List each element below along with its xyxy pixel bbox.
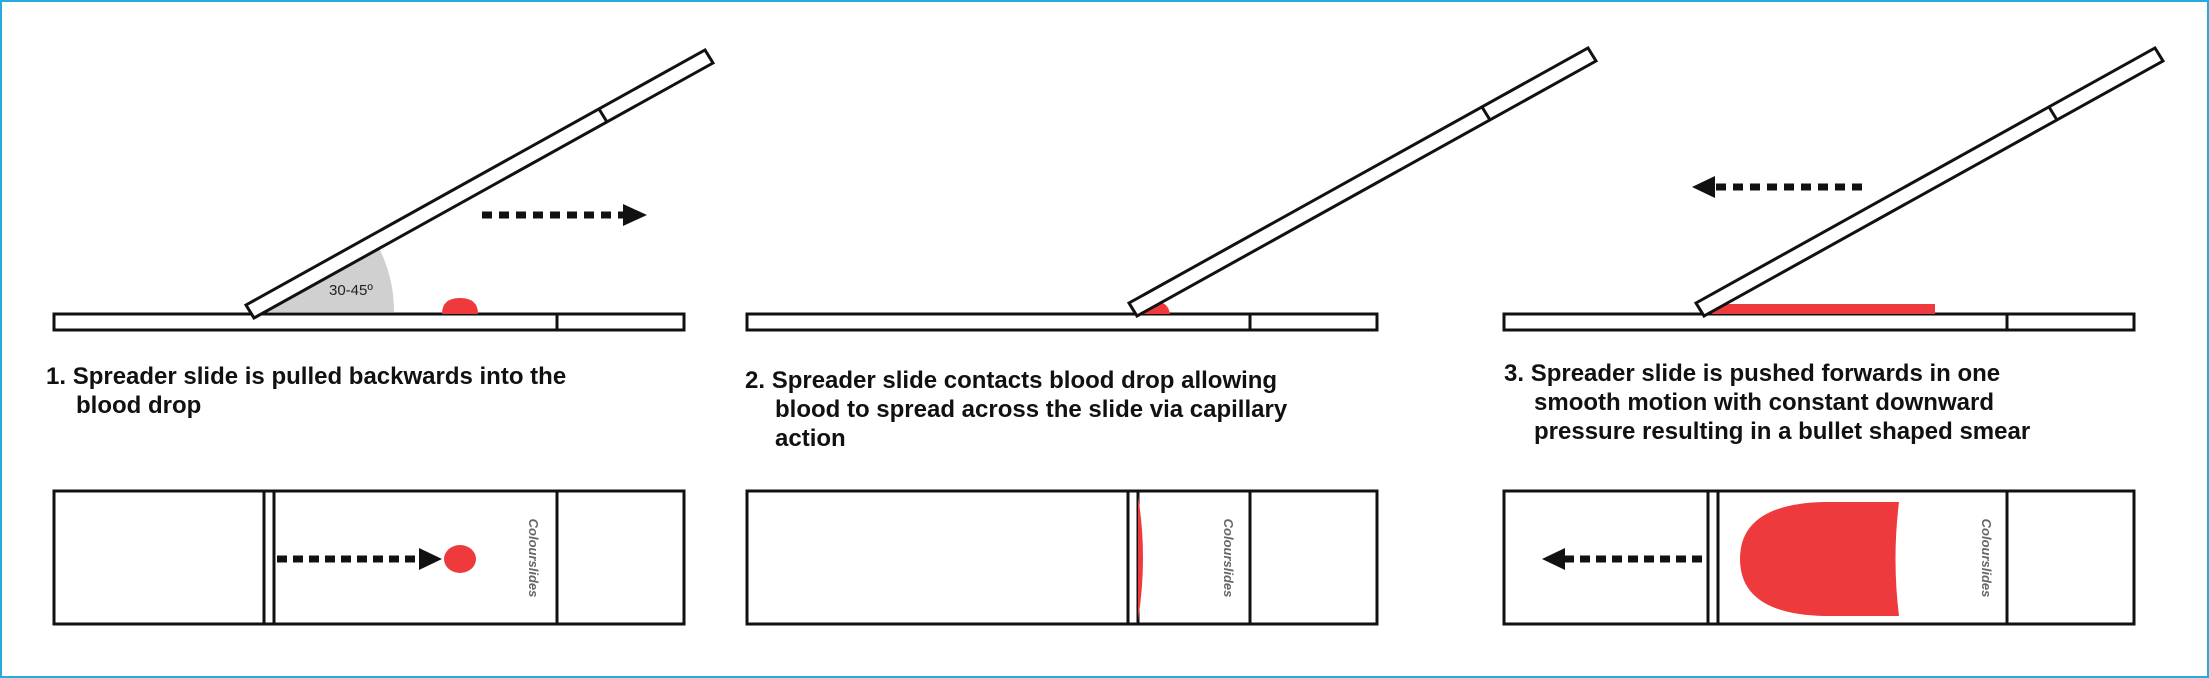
caption-line: smooth motion with constant downward [1534, 389, 1994, 416]
logo-text: Colourslides [1979, 519, 1994, 598]
motion-arrow-right [482, 204, 647, 226]
spreader-slide [1126, 45, 1599, 319]
panel-3: Colourslides [1502, 45, 2166, 626]
slide-top-view: Colourslides [745, 489, 1379, 626]
step-number: 2. [745, 367, 766, 394]
blood-smear-side [1712, 304, 1935, 314]
slide-top-view: Colourslides [52, 489, 686, 626]
caption-line: Spreader slide is pushed forwards in one [1530, 360, 2001, 387]
step-2-caption: 2. Spreader slide contacts blood drop al… [745, 366, 1385, 453]
motion-arrow-left [1692, 176, 1862, 198]
caption-line: pressure resulting in a bullet shaped sm… [1534, 418, 2031, 445]
panel-2: Colourslides [745, 45, 1599, 626]
slide-top-view: Colourslides [1502, 489, 2136, 626]
caption-line: action [775, 425, 846, 452]
blood-drop [442, 298, 478, 314]
caption-line: blood drop [76, 392, 202, 419]
spreader-slide [243, 47, 716, 321]
step-1-caption: 1. Spreader slide is pulled backwards in… [46, 362, 686, 420]
panel-1: 30-45º Colourslides [52, 47, 716, 626]
caption-line: blood to spread across the slide via cap… [775, 396, 1288, 423]
step-number: 1. [46, 363, 67, 390]
angle-label: 30-45º [329, 282, 373, 299]
step-3-caption: 3. Spreader slide is pushed forwards in … [1504, 359, 2164, 446]
caption-line: Spreader slide is pulled backwards into … [72, 363, 567, 390]
blood-drop-top [444, 545, 476, 573]
logo-text: Colourslides [526, 519, 541, 598]
base-slide-side-view [1502, 312, 2136, 332]
logo-text: Colourslides [1221, 519, 1236, 598]
base-slide-side-view [745, 312, 1379, 332]
motion-arrow-left-top [1542, 548, 1702, 570]
caption-line: Spreader slide contacts blood drop allow… [771, 367, 1278, 394]
spreader-slide [1693, 45, 2166, 319]
motion-arrow-right-top [277, 548, 442, 570]
step-number: 3. [1504, 360, 1525, 387]
blood-spread-line [1138, 496, 1143, 620]
base-slide-side-view [52, 312, 686, 332]
bullet-shaped-smear [1740, 502, 1899, 616]
